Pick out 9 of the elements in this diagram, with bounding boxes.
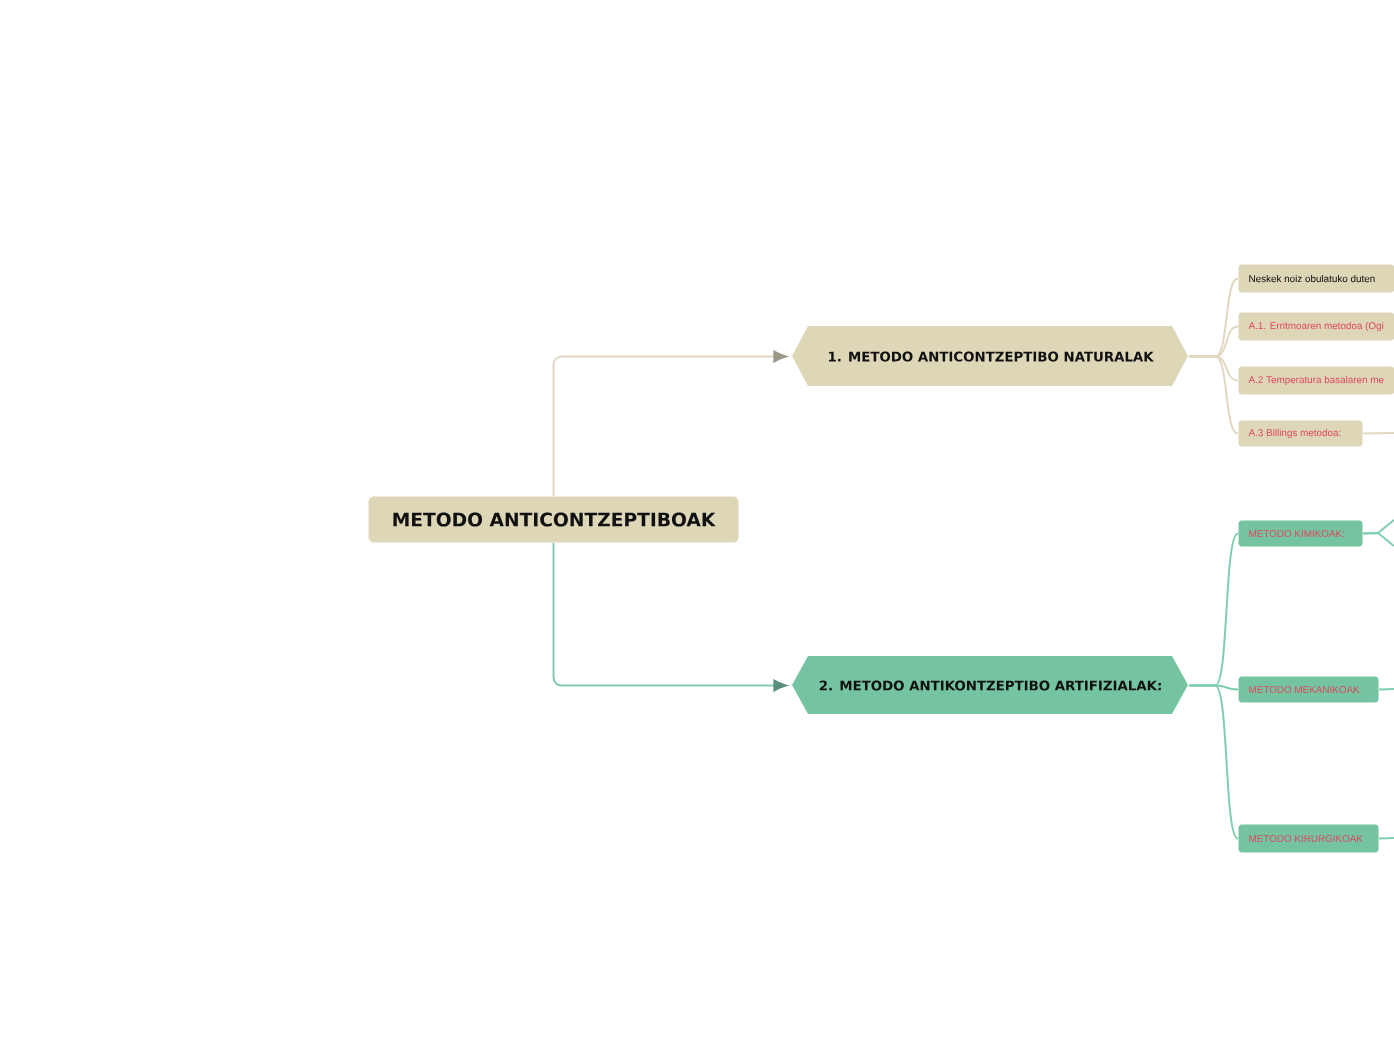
branch-line [1362,432,1394,435]
connector-line [1188,684,1239,840]
arrow [552,542,787,692]
arrow [552,350,787,497]
branch-line [1362,531,1394,547]
connector-line [1188,355,1239,435]
branch-line [1378,688,1394,691]
topic-box: METODO ANTICONTZEPTIBOAK [368,496,739,543]
branch-line [1378,837,1394,840]
